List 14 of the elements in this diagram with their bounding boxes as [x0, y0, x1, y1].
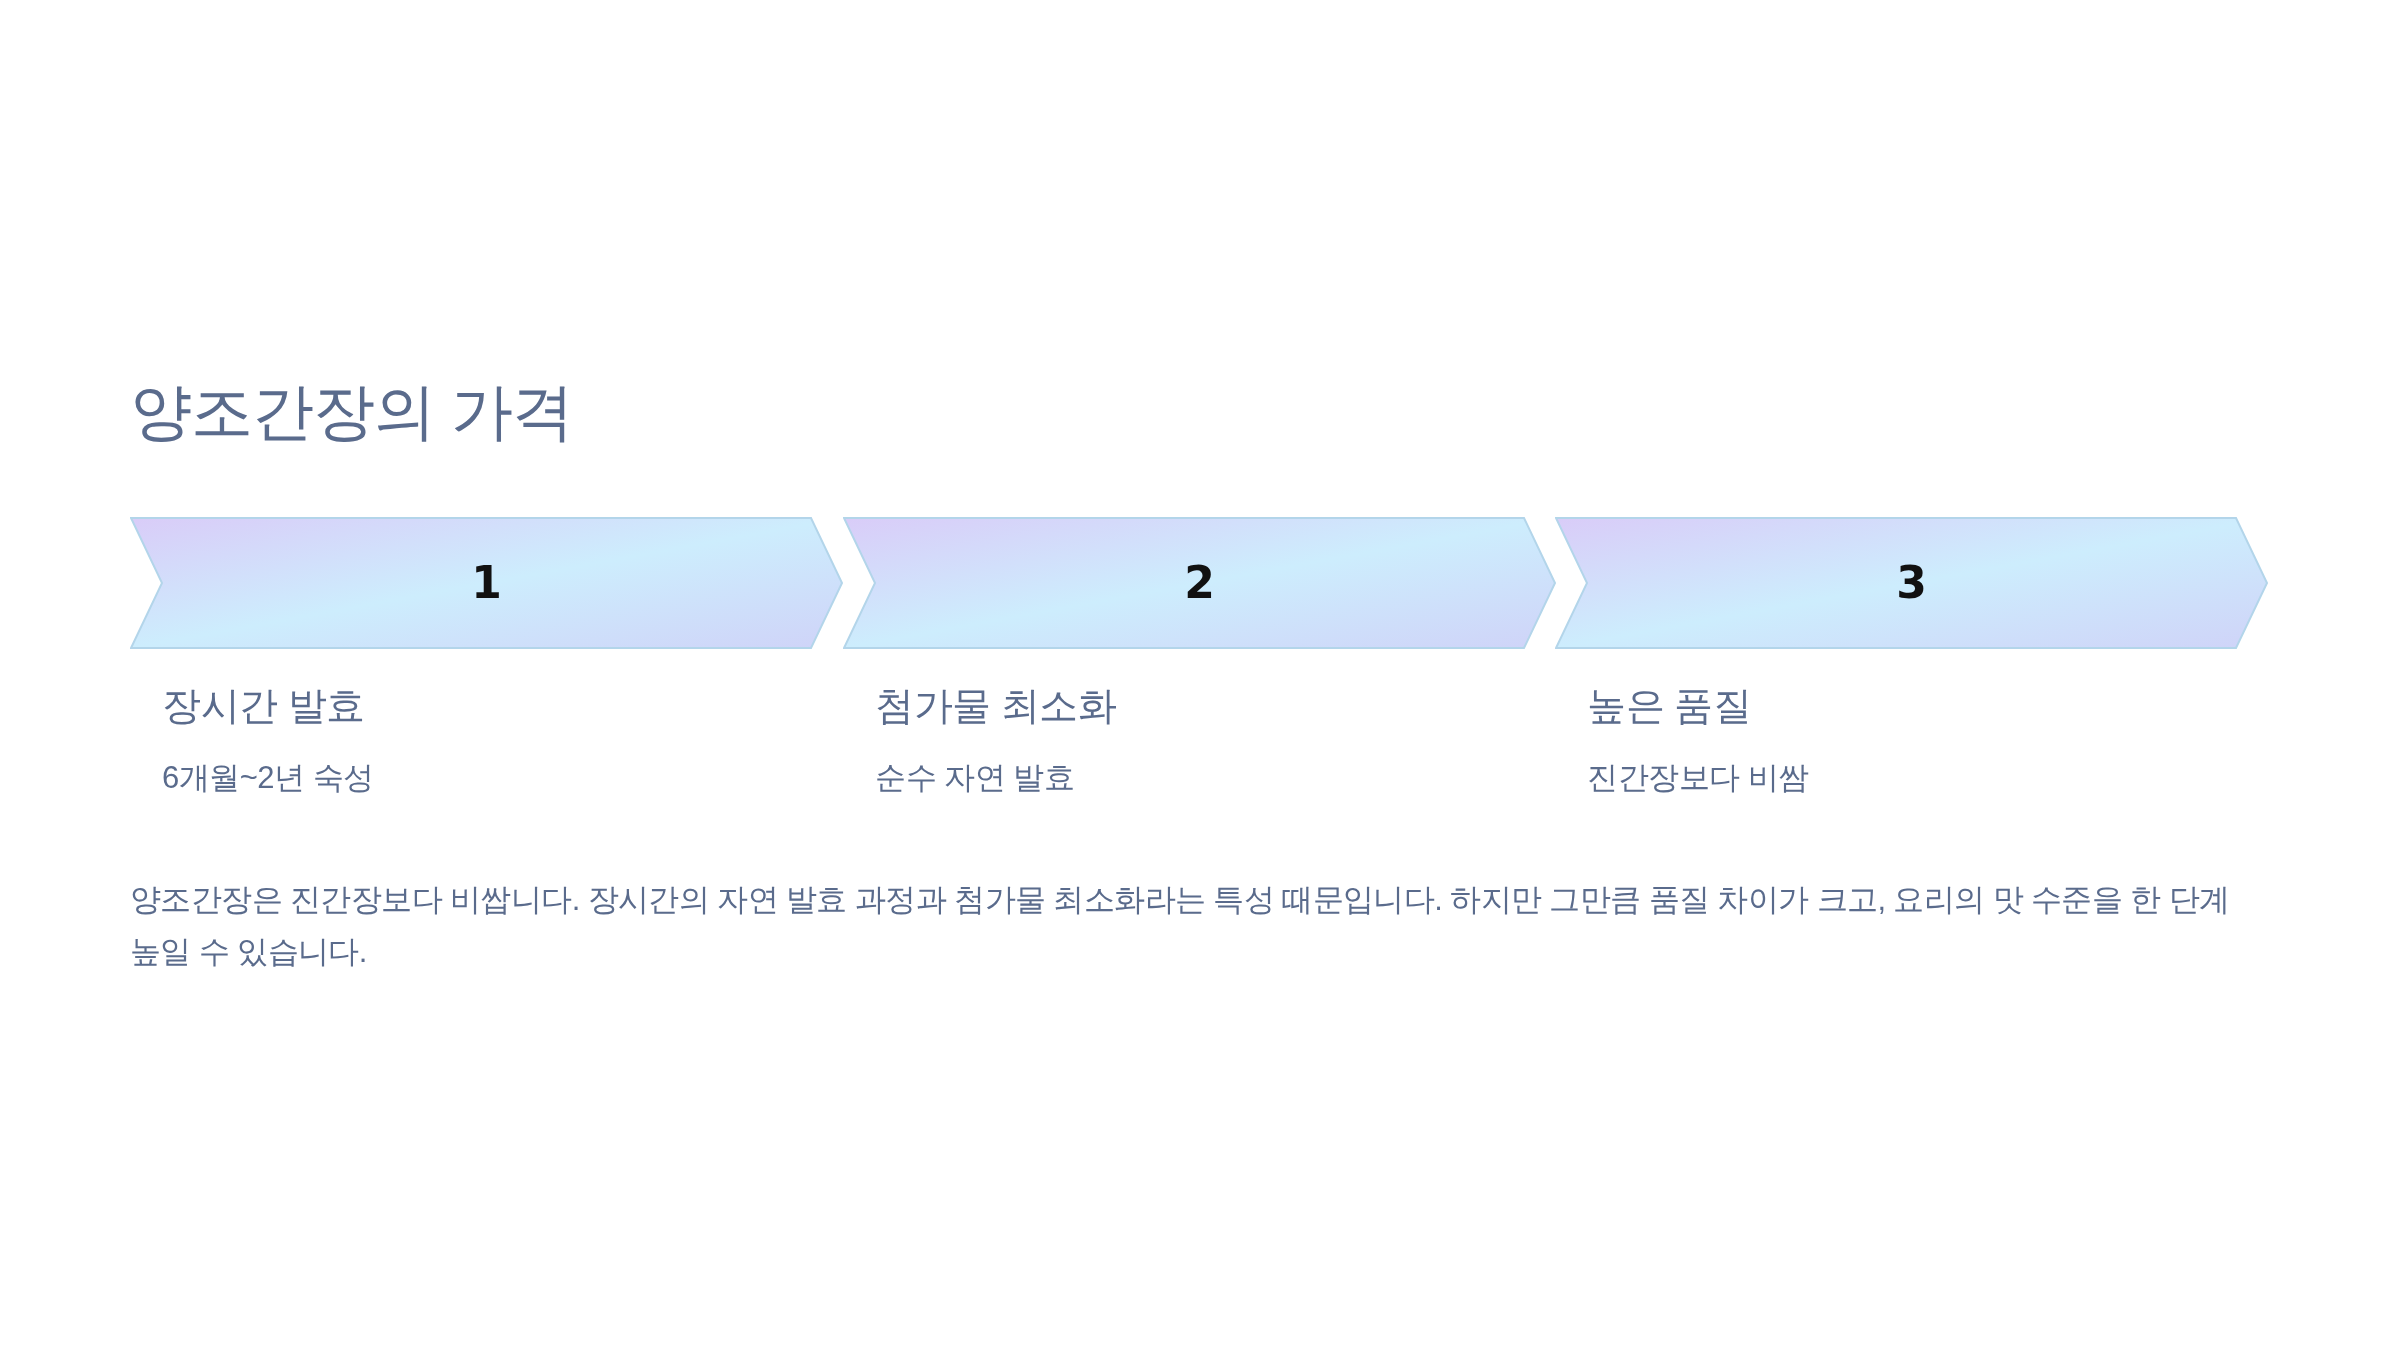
step-description: 6개월~2년 숙성 [162, 759, 374, 797]
step-number: 1 [471, 557, 502, 609]
chevron-step [1555, 517, 2268, 649]
slide-title: 양조간장의 가격 [130, 376, 574, 448]
step-description: 진간장보다 비쌈 [1587, 759, 1809, 797]
chevron-step [130, 517, 843, 649]
step-number: 3 [1896, 557, 1927, 609]
step-heading: 첨가물 최소화 [875, 683, 1117, 729]
chevron-step [843, 517, 1556, 649]
step-heading: 장시간 발효 [162, 683, 365, 729]
step-number: 2 [1184, 557, 1215, 609]
step-heading: 높은 품질 [1587, 683, 1752, 729]
body-paragraph: 양조간장은 진간장보다 비쌉니다. 장시간의 자연 발효 과정과 첨가물 최소화라는 특성 때문입니다. 하지만 그만큼 품질 차이가 크고, 요리의 맛 수준을 한 단계 높일 수 있습니다. [130, 881, 2231, 971]
step-description: 순수 자연 발효 [875, 759, 1075, 797]
